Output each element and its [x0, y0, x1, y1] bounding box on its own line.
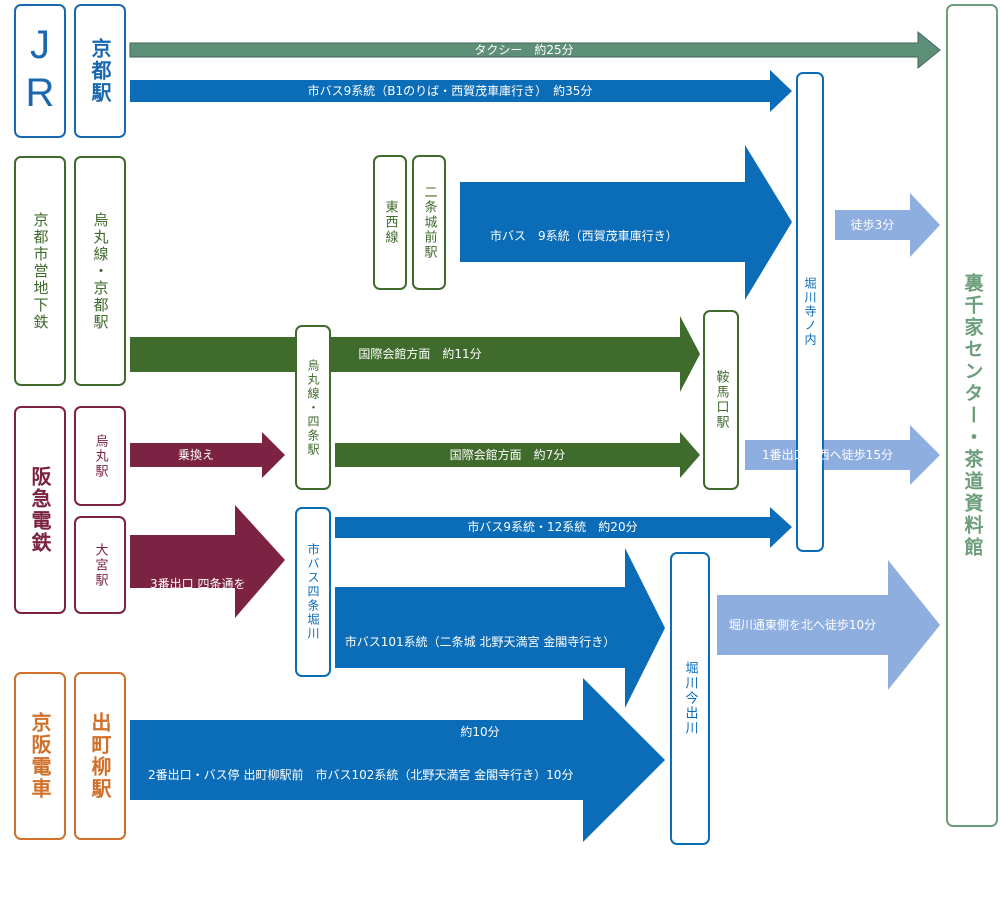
- omiya-walk-arrow: [130, 505, 285, 618]
- station-hankyu-karasuma-label: 烏丸駅: [92, 433, 108, 479]
- station-demachiyanagi-label: 出町柳駅: [88, 712, 112, 800]
- bus101-line-3: 約10分: [460, 725, 500, 739]
- taxi-label: タクシー 約25分: [474, 43, 574, 57]
- station-karasuma-shijo-label: 烏丸線・四条駅: [306, 358, 320, 457]
- operator-jr-label: JR: [18, 23, 62, 119]
- transfer-label: 乗換え: [177, 448, 214, 462]
- shijo-kokusai7-label: 国際会館方面 約7分: [449, 448, 566, 462]
- walk3-label: 徒歩3分: [850, 218, 895, 232]
- bus-stop-horikawa-imadegawa: 堀川今出川: [670, 552, 710, 845]
- bus9-12-arrow: [335, 507, 792, 548]
- walk15-arrow: [745, 425, 940, 485]
- bus101-label: 市バス101系統（二条城 北野天満宮 金閣寺行き） 111系統（二条城 金閣寺行…: [335, 605, 625, 770]
- operator-keihan-label: 京阪電車: [28, 712, 52, 800]
- demachi-bus-label: 2番出口・バス停 出町柳駅前 市バス102系統（北野天満宮 金閣寺行き）10分 …: [130, 738, 583, 903]
- walk10-arrow: [717, 560, 940, 690]
- operator-jr: JR: [14, 4, 66, 138]
- station-karasuma-kyoto-label: 烏丸線・京都駅: [91, 211, 110, 331]
- nijo-bus-line-3: 約15分: [590, 319, 630, 333]
- bus101-arrow: [335, 548, 665, 708]
- bus-stop-horikawa-teranouchi-label: 堀川寺ノ内: [803, 277, 817, 347]
- subway-kokusai11-arrow: [130, 316, 700, 392]
- bus-stop-shijo-horikawa-label: 市バス四条堀川: [306, 543, 320, 641]
- walk3-arrow: [835, 193, 940, 257]
- taxi-arrow: [129, 30, 941, 70]
- bus101-line-1: 市バス101系統（二条城 北野天満宮 金閣寺行き）: [344, 635, 616, 649]
- station-jr-kyoto-label: 京都駅: [88, 38, 112, 104]
- demachi-bus-arrow: [130, 678, 665, 842]
- operator-keihan: 京阪電車: [14, 672, 66, 840]
- subway-kokusai11-label: 国際会館方面 約11分: [358, 347, 482, 361]
- shijo-kokusai7-arrow: [335, 432, 700, 478]
- operator-hankyu: 阪急電鉄: [14, 406, 66, 614]
- access-diagram: JR 京都駅 京都市営地下鉄 烏丸線・京都駅 阪急電鉄 烏丸駅 大宮駅 京阪電車…: [14, 4, 998, 845]
- station-hankyu-karasuma: 烏丸駅: [74, 406, 126, 506]
- line-tozai: 東西線: [373, 155, 407, 290]
- demachi-bus-line-2: 201系統（千本今出川 四条大宮行き） 15分: [236, 813, 500, 827]
- jr-bus9-arrow: [130, 70, 792, 112]
- station-karasuma-kyoto: 烏丸線・京都駅: [74, 156, 126, 386]
- nijo-bus-line-1: 市バス 9系統（西賀茂車庫行き）: [490, 229, 678, 243]
- demachi-bus-line-1: 2番出口・バス停 出町柳駅前 市バス102系統（北野天満宮 金閣寺行き）10分: [148, 768, 574, 782]
- station-hankyu-omiya-label: 大宮駅: [92, 542, 108, 588]
- station-kuramaguchi: 鞍馬口駅: [703, 310, 739, 490]
- omiya-walk-line-1: 3番出口 四条通を: [150, 577, 246, 591]
- demachi-bus-line-3: 203系統（北野天満宮 西大路四条行き） 15分: [236, 858, 492, 872]
- nijo-bus-arrow: [460, 145, 792, 300]
- bus-stop-horikawa-teranouchi: 堀川寺ノ内: [796, 72, 824, 552]
- operator-subway-label: 京都市営地下鉄: [31, 211, 50, 331]
- station-nijojo-mae: 二条城前駅: [412, 155, 446, 290]
- walk15-label: 1番出口・西へ徒歩15分: [762, 448, 893, 462]
- bus101-line-2: 111系統（二条城 金閣寺行き）: [394, 680, 566, 694]
- jr-bus9-label: 市バス9系統（B1のりば・西賀茂車庫行き） 約35分: [307, 84, 593, 98]
- station-kuramaguchi-label: 鞍馬口駅: [713, 370, 729, 430]
- bus9-12-label: 市バス9系統・12系統 約20分: [467, 520, 638, 534]
- destination-urasenke-center: 裏千家センター・茶道資料館: [946, 4, 998, 827]
- nijo-bus-label: 市バス 9系統（西賀茂車庫行き） 市バス12系統（金閣寺 立命館大学行き） 約1…: [490, 199, 770, 364]
- station-hankyu-omiya: 大宮駅: [74, 516, 126, 614]
- station-jr-kyoto: 京都駅: [74, 4, 126, 138]
- bus-stop-shijo-horikawa: 市バス四条堀川: [295, 507, 331, 677]
- station-karasuma-shijo: 烏丸線・四条駅: [295, 325, 331, 490]
- omiya-walk-label: 3番出口 四条通を 東へ徒歩6分: [150, 547, 245, 667]
- omiya-walk-line-2: 東へ徒歩6分: [150, 622, 218, 636]
- operator-hankyu-label: 阪急電鉄: [28, 466, 52, 554]
- arrow-layer: [129, 30, 941, 842]
- line-tozai-label: 東西線: [382, 200, 398, 245]
- destination-label: 裏千家センター・茶道資料館: [961, 272, 984, 559]
- bus-stop-horikawa-imadegawa-label: 堀川今出川: [682, 661, 698, 736]
- transfer-arrow: [130, 432, 285, 478]
- station-demachiyanagi: 出町柳駅: [74, 672, 126, 840]
- nijo-bus-line-2: 市バス12系統（金閣寺 立命館大学行き）: [490, 274, 714, 288]
- walk10-label: 堀川通東側を北へ徒歩10分: [728, 618, 877, 632]
- operator-subway: 京都市営地下鉄: [14, 156, 66, 386]
- station-nijojo-mae-label: 二条城前駅: [421, 185, 437, 260]
